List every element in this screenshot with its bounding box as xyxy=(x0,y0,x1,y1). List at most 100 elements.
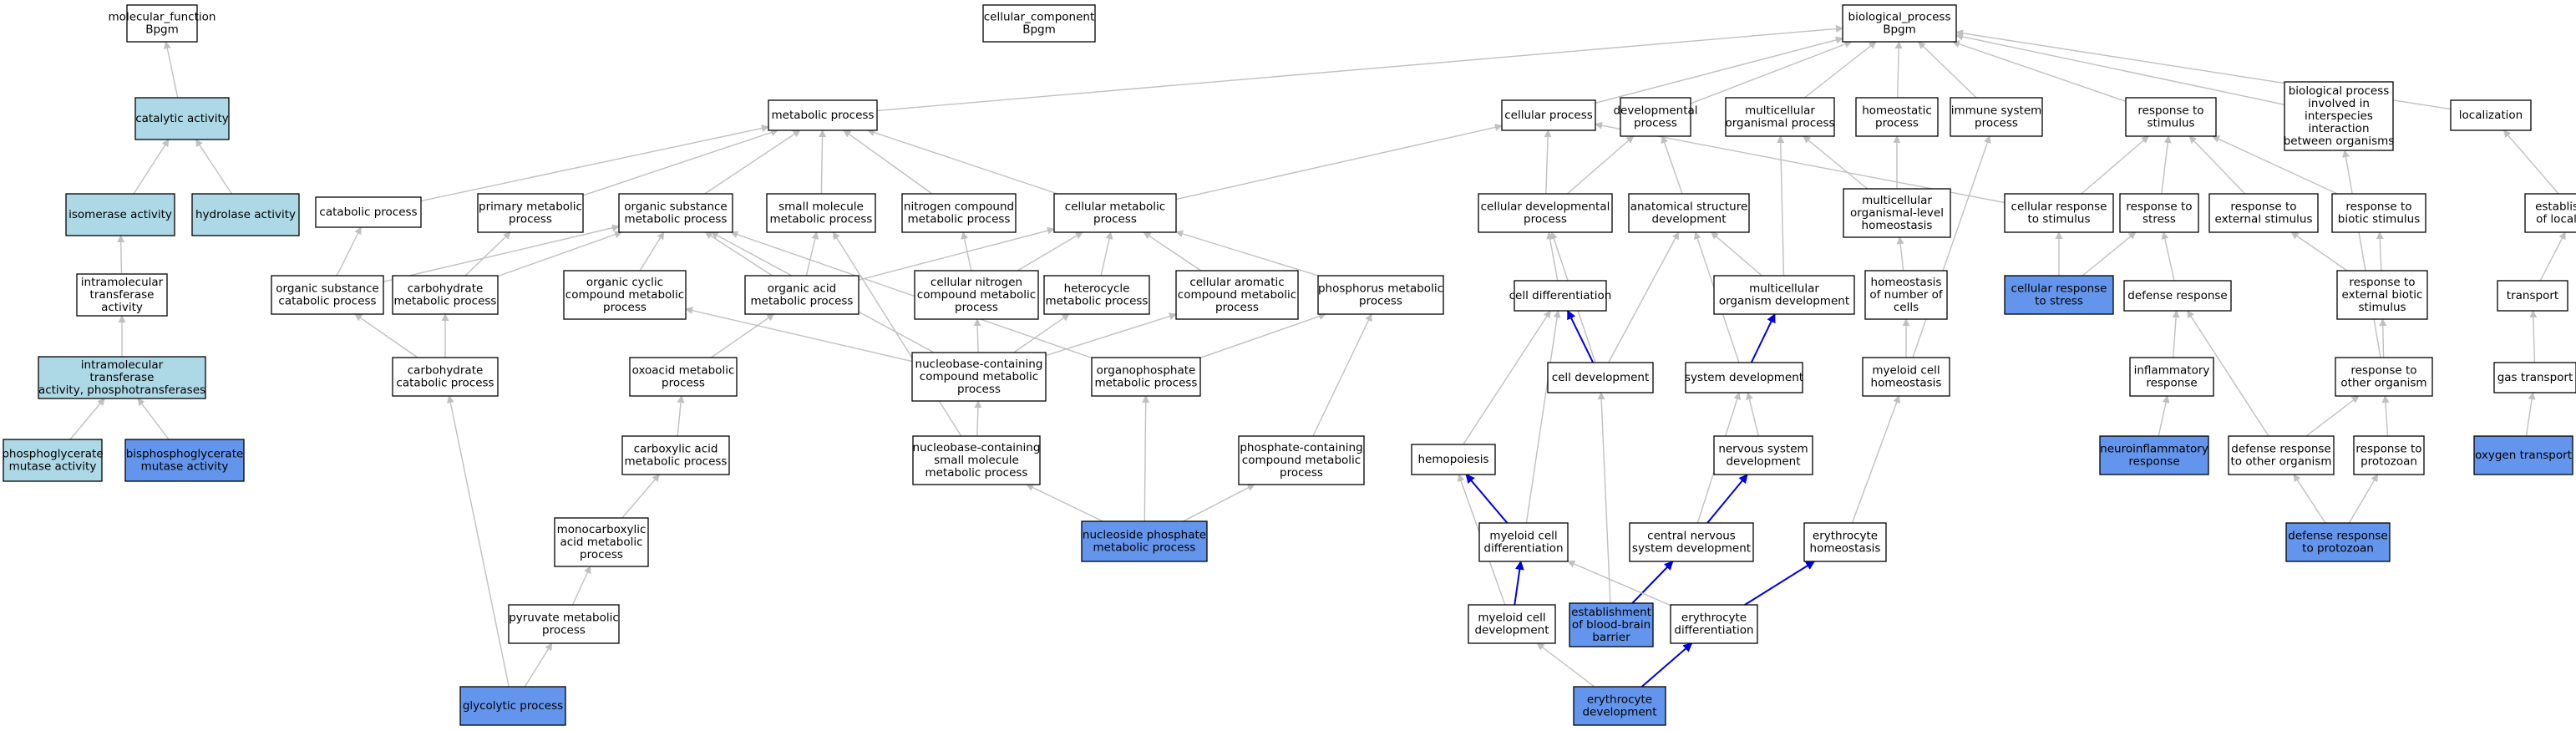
term-label-line: mutase activity xyxy=(141,459,229,473)
term-node-celldiff[interactable]: cell differentiation xyxy=(1509,280,1612,312)
edge-erythdiff-to-erythhomeo xyxy=(1744,561,1816,606)
term-label-line: homeostasis xyxy=(1810,541,1881,555)
term-label-line: of blood-brain xyxy=(1572,618,1651,632)
term-node-gastrans[interactable]: gas transport xyxy=(2493,362,2576,393)
term-label-line: metabolic process xyxy=(908,212,1011,226)
term-box xyxy=(1842,4,1957,43)
term-node-oxygen[interactable]: oxygen transport xyxy=(2473,435,2573,475)
edge-carbmet-to-primary xyxy=(464,231,511,277)
edge-respother-to-respextbio xyxy=(2379,318,2387,358)
edge-glyco-to-carbcat xyxy=(446,395,510,688)
term-node-catab[interactable]: catabolic process xyxy=(315,196,422,228)
term-node-cat[interactable]: catalytic activity xyxy=(134,97,230,140)
edge-nucbase-to-cellarom xyxy=(1045,312,1177,357)
term-node-glyco[interactable]: glycolytic process xyxy=(459,686,566,726)
term-label-line: transferase xyxy=(90,371,155,384)
term-box xyxy=(1468,604,1556,644)
term-label-line: hemopoiesis xyxy=(1418,453,1489,466)
term-box xyxy=(1725,97,1835,137)
term-node-local[interactable]: localization xyxy=(2450,99,2532,131)
term-node-sysdev[interactable]: system development xyxy=(1685,362,1803,393)
edge-respstress-to-resp xyxy=(2161,135,2172,195)
term-node-transport[interactable]: transport xyxy=(2497,280,2568,312)
term-node-hemo[interactable]: hemopoiesis xyxy=(1411,444,1496,475)
edge-intra-to-iso xyxy=(117,235,125,275)
term-label-line: stimulus xyxy=(2358,301,2406,314)
term-label-line: small molecule xyxy=(778,200,864,213)
term-node-defresp[interactable]: defense response xyxy=(2123,280,2232,312)
edge-oxoacid-to-orgacid xyxy=(710,313,775,358)
term-node-iso[interactable]: isomerase activity xyxy=(65,193,175,236)
term-node-metab[interactable]: metabolic process xyxy=(768,99,878,131)
term-node-hyd[interactable]: hydrolase activity xyxy=(191,193,300,236)
term-node-celldev[interactable]: cell development xyxy=(1547,362,1654,393)
term-label-line: organic cyclic xyxy=(586,276,663,289)
term-label-line: process xyxy=(1359,294,1402,307)
term-node-cellp[interactable]: cellular process xyxy=(1501,99,1596,131)
